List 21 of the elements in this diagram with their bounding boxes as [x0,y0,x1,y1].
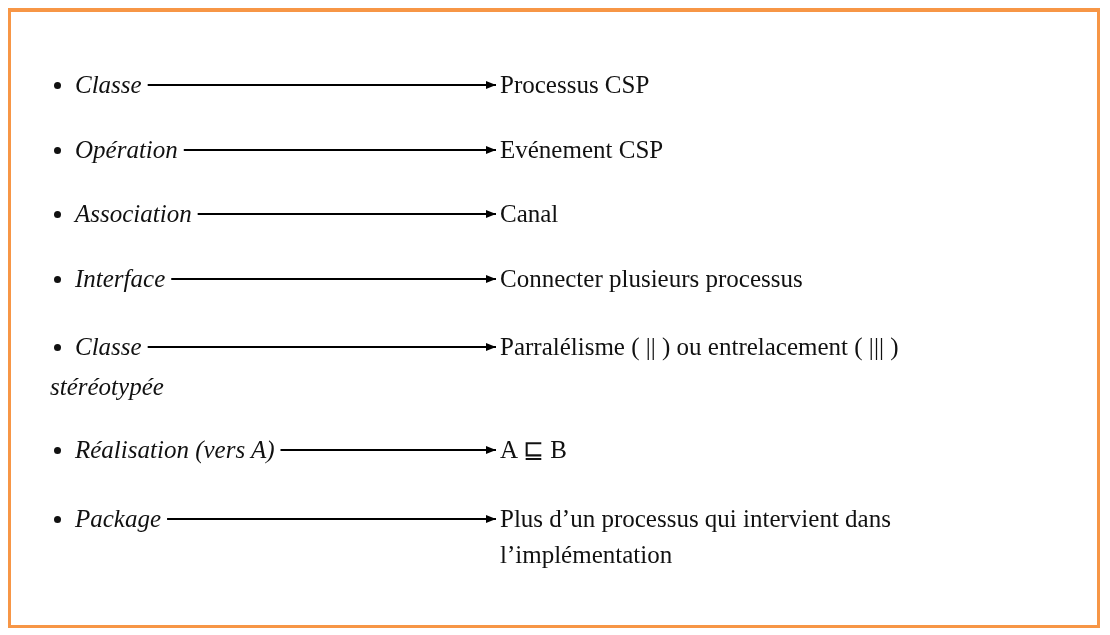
source-label: Réalisation (vers A) [50,436,275,463]
target-label: Parralélisme ( || ) ou entrelacement ( ||| ) [500,333,899,360]
source-label: Association [50,200,192,227]
arrow [166,515,497,523]
source-label: Interface [50,265,166,292]
arrow [170,275,497,283]
arrow [146,343,497,351]
target-label: Plus d’un processus qui intervient dans l’implémentation [500,505,891,568]
source-label: Package [50,505,162,532]
source-label: Classe stéréotypée [50,333,164,400]
arrow [196,210,497,218]
target-label: Processus CSP [500,71,650,98]
target-label: A ⊑ B [500,436,567,463]
target-label: Evénement CSP [500,136,664,163]
arrow [146,81,497,89]
arrow [182,146,497,154]
source-label: Classe [50,71,142,98]
arrow [279,446,497,454]
target-label: Canal [500,200,559,227]
source-label: Opération [50,136,178,163]
target-label: Connecter plusieurs processus [500,265,803,292]
